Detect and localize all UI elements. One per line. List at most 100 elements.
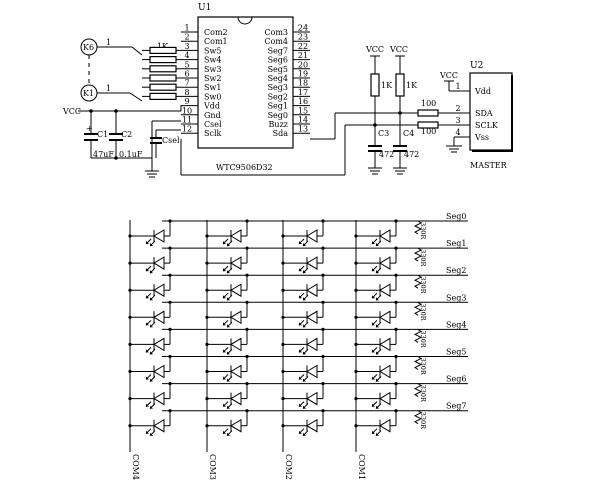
led-ray-head [227,297,230,301]
led-ray-head [150,297,153,301]
u2-pin-name-2: SDA [475,109,493,118]
led[interactable] [371,256,391,274]
led[interactable] [222,391,242,409]
led[interactable] [371,310,391,328]
led[interactable] [298,310,318,328]
power-section: VCC + C1 47uF C2 0.1uF Csel [62,105,182,178]
led-ray-head [227,432,230,436]
u2-master[interactable] [469,72,513,152]
u1-pin-num-11: 11 [182,116,192,125]
led-triangle [306,418,318,433]
led[interactable] [298,418,318,437]
com-junction [281,424,285,428]
com-junction [281,369,285,374]
led-ray-head [223,241,226,244]
key-resistor-label: 1K [157,42,169,51]
led[interactable] [298,391,318,409]
seg-resistor-5 [413,356,423,370]
key-res-6 [149,74,177,82]
led[interactable] [371,229,391,247]
led-triangle [379,310,391,325]
led[interactable] [298,364,318,382]
seg-junction [394,327,398,331]
led-ray-head [223,403,226,407]
c2-value: 0.1uF [119,150,143,159]
led[interactable] [145,229,165,247]
seg-junction [245,382,249,386]
com-junction [205,261,209,265]
led[interactable] [298,283,318,301]
led-ray-head [372,430,375,434]
seg-junction [168,409,172,413]
u1-pin-num-14: 14 [298,116,308,125]
led[interactable] [371,418,391,437]
led[interactable] [145,391,165,409]
led[interactable] [222,256,242,274]
led-triangle [153,256,165,270]
u1-pin-name-6: Sw2 [204,74,221,83]
seg-junction [394,273,398,277]
led[interactable] [145,337,165,355]
u1-pin-name-15: Seg0 [268,111,288,120]
led-triangle [306,391,318,406]
led[interactable] [222,337,242,355]
seg-resistor-label-5: 330R [419,358,427,376]
led[interactable] [222,310,242,328]
u1-pin-name-12: Sclk [204,129,222,138]
led[interactable] [145,310,165,328]
led[interactable] [371,391,391,409]
led[interactable] [145,418,165,437]
led[interactable] [298,256,318,274]
seg-junction [168,219,172,223]
led[interactable] [222,364,242,382]
led-triangle [230,337,242,352]
led[interactable] [298,229,318,247]
led-triangle [306,256,318,270]
led-triangle [379,229,391,243]
led[interactable] [145,256,165,274]
series-r1-label: 100 [421,99,436,108]
led[interactable] [145,364,165,382]
c3-value: 472 [379,150,394,159]
u1-pin-name-5: Sw3 [204,65,221,74]
u1-body [197,16,294,149]
led-ray-head [376,351,379,355]
com-label-0: COM4 [131,454,140,480]
seg-junction [394,409,398,413]
com-label-2: COM2 [284,454,293,480]
led[interactable] [222,418,242,437]
led-ray-head [146,349,149,353]
key-k1-label: K1 [83,89,94,98]
vcc-label-left: VCC [62,107,81,116]
led[interactable] [298,337,318,355]
seg-label-7: Seg7 [446,402,466,411]
seg-junction [245,273,249,277]
led-ray-head [150,270,153,274]
u1-pin-name-17: Seg2 [268,92,288,101]
led[interactable] [371,364,391,382]
u1-pin-num-6: 6 [184,70,189,79]
c1-polarity: + [86,124,93,133]
led[interactable] [222,229,242,247]
junction-gnd [114,156,118,160]
seg-junction [321,246,325,250]
led-triangle [153,418,165,433]
seg-junction [321,219,325,223]
led-ray-head [376,270,379,274]
u1-pin-name-24: Com3 [264,28,288,37]
led[interactable] [371,337,391,355]
u1-pin-name-3: Sw5 [204,46,221,55]
seg-resistor-7 [413,410,423,425]
u1-pin-name-2: Com1 [204,37,228,46]
u1-pin-name-10: Gnd [204,111,221,120]
led-ray-head [376,378,379,382]
led[interactable] [145,283,165,301]
i2c-section: VCC VCC 1K 1K 100 100 C3 472 [180,45,513,176]
led-ray-head [150,378,153,382]
led[interactable] [222,283,242,301]
led-triangle [230,310,242,325]
seg-junction [394,219,398,223]
led[interactable] [371,283,391,301]
u1-ref: U1 [198,3,211,13]
